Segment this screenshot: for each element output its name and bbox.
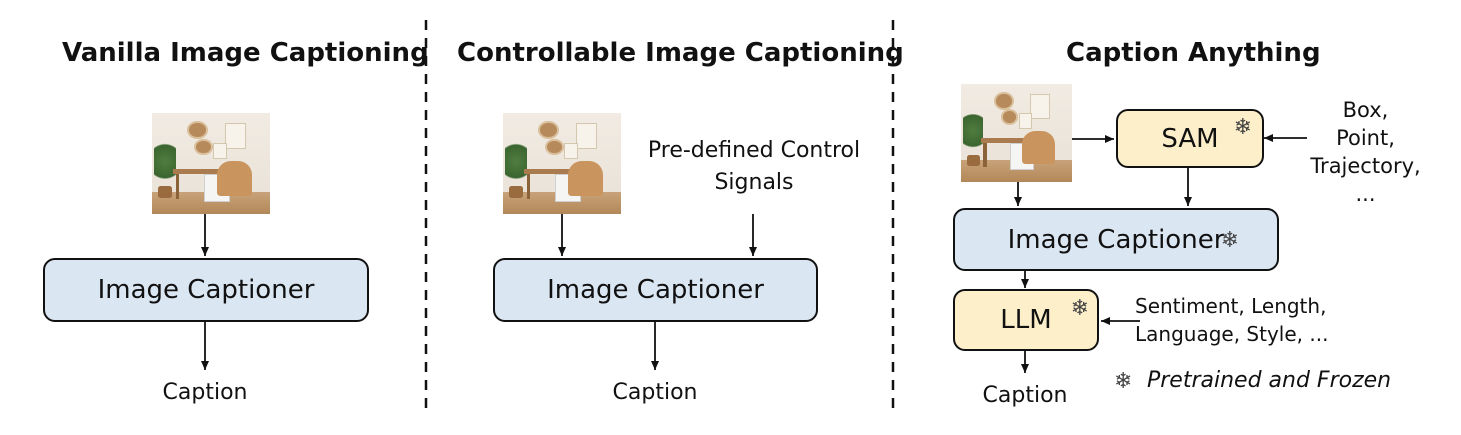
legend-frozen-label: Pretrained and Frozen xyxy=(1147,368,1392,393)
llm-controls-label: Sentiment, Length, Language, Style, ... xyxy=(1135,292,1329,348)
control-signals-line2: Signals xyxy=(714,170,794,195)
panel-title-caption-anything: Caption Anything xyxy=(1066,38,1321,68)
snowflake-icon: ❄ xyxy=(1220,228,1239,253)
panel-title-vanilla: Vanilla Image Captioning xyxy=(62,38,429,68)
sam-prompts-list: Box, Point, Trajectory, ... xyxy=(1303,96,1428,208)
snowflake-icon: ❄ xyxy=(1233,115,1252,140)
caption-output-2: Caption xyxy=(612,380,698,405)
sam-box: SAM ❄ xyxy=(1116,109,1264,168)
sam-prompt-more: ... xyxy=(1355,182,1376,206)
llm-box: LLM ❄ xyxy=(953,289,1099,351)
image-captioner-label-1: Image Captioner xyxy=(97,275,315,305)
input-image-3 xyxy=(961,84,1072,182)
image-captioner-box-2: Image Captioner xyxy=(493,258,818,322)
snowflake-icon: ❄ xyxy=(1114,369,1133,394)
snowflake-icon: ❄ xyxy=(1070,296,1089,321)
image-captioner-label-2: Image Captioner xyxy=(547,275,764,305)
image-captioner-box-1: Image Captioner xyxy=(43,258,369,322)
sam-prompt-trajectory: Trajectory, xyxy=(1310,154,1421,178)
control-signals-line1: Pre-defined Control xyxy=(647,138,861,163)
sam-prompt-box: Box, xyxy=(1342,98,1389,122)
llm-controls-line2: Language, Style, ... xyxy=(1135,322,1329,346)
caption-output-3: Caption xyxy=(982,383,1068,408)
llm-controls-line1: Sentiment, Length, xyxy=(1135,294,1327,318)
caption-output-1: Caption xyxy=(162,380,248,405)
llm-label: LLM xyxy=(1000,305,1052,335)
sam-prompt-point: Point, xyxy=(1336,126,1395,150)
input-image-2 xyxy=(503,113,621,214)
panel-title-controllable: Controllable Image Captioning xyxy=(457,38,904,68)
input-image-1 xyxy=(152,113,270,214)
control-signals-label: Pre-defined Control Signals xyxy=(636,137,872,197)
image-captioner-box-3: Image Captioner ❄ xyxy=(953,208,1279,271)
image-captioner-label-3: Image Captioner xyxy=(1007,224,1225,255)
sam-label: SAM xyxy=(1161,123,1219,154)
